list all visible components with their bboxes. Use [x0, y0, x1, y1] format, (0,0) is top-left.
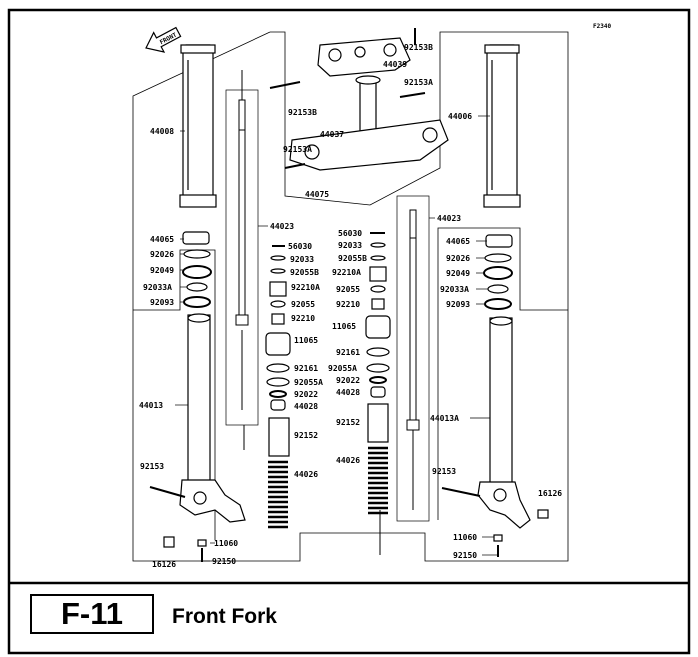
label-rr-16126: 16126: [538, 489, 562, 498]
label-rr-92150: 92150: [453, 551, 477, 560]
left-outer-tube: [149, 313, 246, 523]
right-inner-boundary: [437, 227, 568, 520]
label-44006: 44006: [448, 112, 472, 121]
label-center-92210a: 92210A: [291, 283, 320, 292]
label-92153a-left: 92153A: [283, 145, 312, 154]
label-center-11065: 11065: [294, 336, 318, 345]
label-right-11065: 11065: [332, 322, 356, 331]
label-right-92055: 92055: [336, 285, 360, 294]
outer-border: [7, 8, 691, 655]
steering-stem: [269, 75, 449, 171]
label-rr-92153: 92153: [432, 467, 456, 476]
label-44075: 44075: [305, 190, 329, 199]
label-right-92152: 92152: [336, 418, 360, 427]
label-right-44026: 44026: [336, 456, 360, 465]
left-fork-tube: [179, 44, 217, 208]
center-left-parts: [265, 245, 291, 529]
right-seal-stack: [483, 234, 513, 310]
label-center-92055: 92055: [291, 300, 315, 309]
figure-footer: F-11 Front Fork: [20, 583, 680, 645]
label-right-92210a: 92210A: [332, 268, 361, 277]
label-44039: 44039: [383, 60, 407, 69]
label-right-92210: 92210: [336, 300, 360, 309]
label-left-92093: 92093: [150, 298, 174, 307]
label-right-56030: 56030: [338, 229, 362, 238]
label-92153b-top: 92153B: [404, 43, 433, 52]
label-left-92153: 92153: [140, 462, 164, 471]
label-rr-44013a: 44013A: [430, 414, 459, 423]
label-right-92055a: 92055A: [328, 364, 357, 373]
right-axle-parts: [493, 534, 503, 557]
label-92153b-mid: 92153B: [288, 108, 317, 117]
label-right-92033: 92033: [338, 241, 362, 250]
right-damper-rod: [379, 209, 420, 555]
label-left-92049: 92049: [150, 266, 174, 275]
left-assembly-boundary: [132, 31, 569, 562]
label-left-44065: 44065: [150, 235, 174, 244]
label-left-44013: 44013: [139, 401, 163, 410]
label-center-92055b: 92055B: [290, 268, 319, 277]
label-rr-92049: 92049: [446, 269, 470, 278]
label-center-92152: 92152: [294, 431, 318, 440]
left-axle-parts: [163, 536, 207, 562]
label-rr-92026: 92026: [446, 254, 470, 263]
left-damper-rod: [235, 70, 249, 450]
label-92153a-top: 92153A: [404, 78, 433, 87]
label-center-44026: 44026: [294, 470, 318, 479]
left-seal-stack: [182, 231, 212, 308]
right-damper-box: [396, 195, 430, 522]
label-rr-11060: 11060: [453, 533, 477, 542]
label-rr-92033a: 92033A: [440, 285, 469, 294]
label-center-92161: 92161: [294, 364, 318, 373]
label-left-16126: 16126: [152, 560, 176, 569]
label-center-92055a: 92055A: [294, 378, 323, 387]
label-center-92210: 92210: [291, 314, 315, 323]
label-right-44028: 44028: [336, 388, 360, 397]
label-right-92022: 92022: [336, 376, 360, 385]
label-right-92055b: 92055B: [338, 254, 367, 263]
label-44023-right: 44023: [437, 214, 461, 223]
label-44037: 44037: [320, 130, 344, 139]
label-center-44028: 44028: [294, 402, 318, 411]
label-left-11060: 11060: [214, 539, 238, 548]
figure-code: F-11: [30, 594, 154, 634]
label-center-92033: 92033: [290, 255, 314, 264]
label-center-56030: 56030: [288, 242, 312, 251]
center-right-parts: [365, 232, 391, 515]
label-rr-92093: 92093: [446, 300, 470, 309]
figure-title: Front Fork: [172, 605, 277, 628]
label-left-92033a: 92033A: [143, 283, 172, 292]
left-inner-boundary: [133, 249, 216, 540]
label-right-92161: 92161: [336, 348, 360, 357]
leader-lines: [175, 115, 498, 562]
right-fork-tube: [483, 44, 521, 208]
label-left-92026: 92026: [150, 250, 174, 259]
label-rr-44065: 44065: [446, 237, 470, 246]
label-44008: 44008: [150, 127, 174, 136]
upper-triple-clamp: [317, 28, 416, 77]
label-center-92022: 92022: [294, 390, 318, 399]
label-44023-left: 44023: [270, 222, 294, 231]
front-arrow-icon: FRONT: [145, 26, 182, 53]
figure-reference: F2340: [593, 23, 611, 30]
right-outer-tube: [441, 316, 549, 529]
label-left-92150: 92150: [212, 557, 236, 566]
